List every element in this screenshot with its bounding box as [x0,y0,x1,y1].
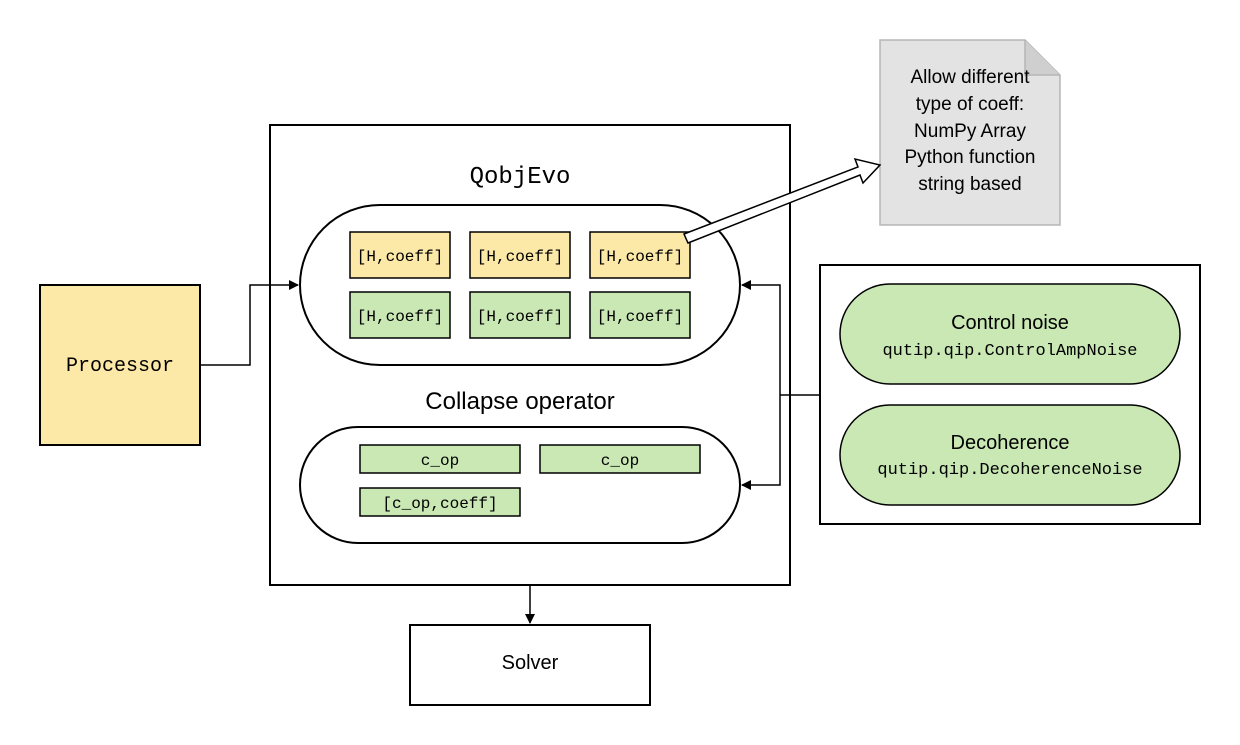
decoherence-node: Decoherence qutip.qip.DecoherenceNoise [839,404,1181,506]
qobjevo-row-1: [H,coeff] [H,coeff] [H,coeff] [349,231,691,279]
hamiltonian-term [469,291,571,339]
hamiltonian-term [589,231,691,279]
qobjevo-title: QobjEvo [470,164,571,191]
control-noise-node: Control noise qutip.qip.ControlAmpNoise [839,283,1181,385]
note-shape [879,39,1061,226]
hamiltonian-term-label: [H,coeff] [357,308,443,326]
note-line: Python function [905,147,1036,168]
processor-to-qobjevo-arrow [200,280,299,366]
solver-box [409,624,651,706]
hamiltonian-term-label: [H,coeff] [357,248,443,266]
decoherence-pill [839,404,1181,506]
hamiltonian-term-label: [H,coeff] [477,308,563,326]
processor-label: Processor [66,355,174,378]
note-line: Allow different [911,67,1031,88]
note-line: type of coeff: [916,94,1024,115]
collapse-operator-label: c_op [601,452,639,470]
hamiltonian-term [349,231,451,279]
control-noise-class: qutip.qip.ControlAmpNoise [882,342,1137,361]
hamiltonian-term [589,291,691,339]
hamiltonian-term [349,291,451,339]
hamiltonian-term-label: [H,coeff] [477,248,563,266]
qobjevo-row-2: [H,coeff] [H,coeff] [H,coeff] [349,291,691,339]
decoherence-title: Decoherence [951,432,1070,454]
processor-box [39,284,201,446]
processor-node: Processor [39,284,201,446]
collapse-operator-label: [c_op,coeff] [382,495,497,513]
note-callout-arrow [682,157,882,244]
hamiltonian-term-label: [H,coeff] [597,248,683,266]
collapse-operator [539,444,701,474]
hamiltonian-term [469,231,571,279]
hamiltonian-term-label: [H,coeff] [597,308,683,326]
note-line: string based [918,174,1022,195]
decoherence-class: qutip.qip.DecoherenceNoise [877,461,1142,480]
collapse-title: Collapse operator [425,388,614,415]
noise-to-collapse-arrow [741,395,781,490]
note-line: NumPy Array [914,121,1026,142]
collapse-operator [359,487,521,517]
qobjevo-group [299,204,741,366]
collapse-operator [359,444,521,474]
noise-to-qobjevo-arrow [741,280,781,395]
note-fold [1024,40,1060,76]
solver-label: Solver [502,652,559,674]
control-noise-pill [839,283,1181,385]
control-noise-title: Control noise [951,312,1069,334]
coeff-note: Allow different type of coeff: NumPy Arr… [879,39,1061,226]
collapse-operator-label: c_op [421,452,459,470]
